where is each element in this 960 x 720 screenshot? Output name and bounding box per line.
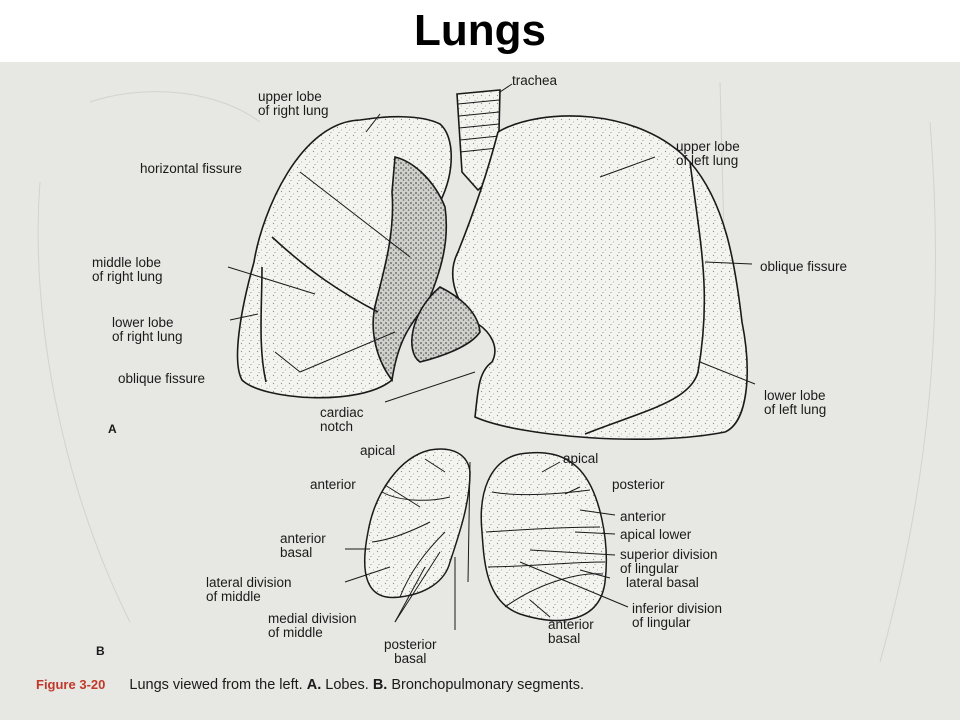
scan-ghost-lines [37, 81, 937, 663]
label-horizontal-fissure: horizontal fissure [140, 161, 243, 176]
cardiac-notch-shape [411, 286, 481, 363]
right-lung-segments-shape [363, 448, 471, 599]
label-oblique-fissure-left: oblique fissure [760, 259, 848, 274]
figure-number: Figure 3-20 [36, 677, 106, 692]
oblique-fissure-left-line [584, 161, 706, 435]
label-anterior-right: anterior [310, 477, 356, 492]
figure-caption: Figure 3-20 Lungs viewed from the left. … [36, 677, 584, 693]
lung-diagram [37, 81, 937, 663]
label-oblique-fissure-right: oblique fissure [118, 371, 206, 386]
label-posterior-left: posterior [612, 477, 665, 492]
panel-b-drawing [344, 448, 629, 630]
left-lung-segments-shape [480, 451, 608, 622]
label-apical-lower: apical lower [620, 527, 692, 542]
right-lung-medial-surface [372, 155, 448, 382]
label-apical-right: apical [360, 443, 396, 458]
slide-title: Lungs [414, 6, 546, 55]
oblique-fissure-right-line [260, 266, 267, 383]
label-trachea: trachea [512, 73, 558, 88]
label-anterior-left: anterior [620, 509, 666, 524]
panel-a-drawing [227, 83, 756, 440]
horizontal-fissure-line [271, 236, 379, 313]
panel-a-letter: A [108, 422, 117, 436]
label-lateral-basal: lateral basal [626, 575, 699, 590]
left-lung-shape [452, 115, 748, 440]
label-apical-left: apical [563, 451, 599, 466]
panel-b-letter: B [96, 644, 105, 658]
